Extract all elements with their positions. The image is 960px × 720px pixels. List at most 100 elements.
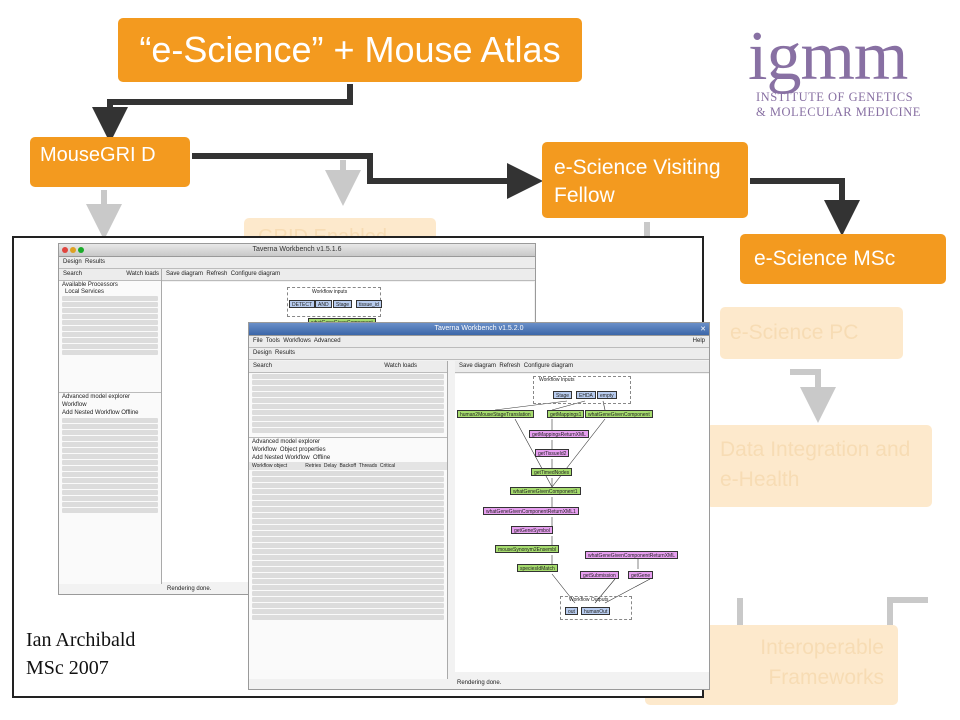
list-item[interactable] (252, 410, 444, 415)
menu-tools[interactable]: Tools (265, 338, 280, 344)
add-nested-button[interactable]: Add Nested Workflow (62, 410, 120, 416)
node-getgenesymbol[interactable]: getGeneSymbol (511, 526, 553, 534)
input-stage[interactable]: Stage (553, 391, 573, 399)
node-gettissueid2[interactable]: getTissueId2 (535, 449, 570, 457)
refresh-button[interactable]: Refresh (206, 271, 228, 277)
table-row[interactable] (252, 471, 444, 476)
table-row[interactable] (252, 543, 444, 548)
tab-design[interactable]: Design (63, 259, 82, 265)
node-whatgene1[interactable]: whatGeneGivenComponent1 (510, 487, 581, 495)
tree-item[interactable] (62, 502, 158, 507)
configure-diagram-button[interactable]: Configure diagram (523, 363, 574, 369)
table-row[interactable] (252, 519, 444, 524)
maximize-icon[interactable] (78, 247, 84, 253)
list-item[interactable] (62, 308, 158, 313)
tree-item[interactable] (62, 430, 158, 435)
node-getsubmission[interactable]: getSubmission (580, 571, 619, 579)
table-row[interactable] (252, 591, 444, 596)
object-properties-tab[interactable]: Object properties (279, 447, 326, 453)
list-item[interactable] (252, 374, 444, 379)
table-row[interactable] (252, 489, 444, 494)
menu-advanced[interactable]: Advanced (313, 338, 341, 344)
close-icon[interactable] (62, 247, 68, 253)
save-diagram-button[interactable]: Save diagram (459, 363, 497, 369)
list-item[interactable] (62, 320, 158, 325)
menu-file[interactable]: File (253, 338, 263, 344)
table-row[interactable] (252, 501, 444, 506)
configure-diagram-button[interactable]: Configure diagram (230, 271, 281, 277)
tree-item[interactable] (62, 484, 158, 489)
tree-item[interactable] (62, 466, 158, 471)
output-humanout[interactable]: humanOut (581, 607, 611, 615)
list-item[interactable] (62, 314, 158, 319)
watch-loads-checkbox[interactable]: Watch loads (384, 363, 417, 369)
tab-design[interactable]: Design (253, 350, 272, 356)
tree-item[interactable] (62, 472, 158, 477)
list-item[interactable] (252, 416, 444, 421)
table-row[interactable] (252, 525, 444, 530)
node-getgene[interactable]: getGene (628, 571, 654, 579)
list-item[interactable] (62, 326, 158, 331)
list-item[interactable] (252, 398, 444, 403)
table-row[interactable] (252, 531, 444, 536)
tree-item[interactable] (62, 418, 158, 423)
table-row[interactable] (252, 573, 444, 578)
input-empty[interactable]: empty (597, 391, 617, 399)
tree-item[interactable] (62, 436, 158, 441)
tab-results[interactable]: Results (85, 259, 106, 265)
list-item[interactable] (62, 302, 158, 307)
list-item[interactable] (252, 380, 444, 385)
list-item[interactable] (252, 428, 444, 433)
node-tissue-id[interactable]: tissue_id (356, 300, 382, 308)
tree-item[interactable] (62, 424, 158, 429)
node-speciesidmatch[interactable]: speciesIdMatch (517, 564, 558, 572)
node-mousesynonym[interactable]: mouseSynonym2Ensembl (495, 545, 560, 553)
list-item[interactable] (252, 422, 444, 427)
table-row[interactable] (252, 549, 444, 554)
offline-checkbox[interactable]: Offline (312, 455, 331, 461)
list-item[interactable] (62, 344, 158, 349)
node-detect[interactable]: DETECT (289, 300, 315, 308)
tree-item[interactable] (62, 454, 158, 459)
table-row[interactable] (252, 585, 444, 590)
tree-item[interactable] (62, 490, 158, 495)
tree-item[interactable] (62, 442, 158, 447)
node-human2mouse[interactable]: human2MouseStageTranslation (457, 410, 534, 418)
node-whatgene[interactable]: whatGeneGivenComponent (585, 410, 653, 418)
list-item[interactable] (252, 404, 444, 409)
tree-item[interactable] (62, 448, 158, 453)
workflow-tab[interactable]: Workflow (252, 447, 277, 453)
table-row[interactable] (252, 513, 444, 518)
list-item[interactable] (62, 350, 158, 355)
input-ehda[interactable]: EHDA (576, 391, 596, 399)
watch-loads-checkbox[interactable]: Watch loads (126, 271, 159, 277)
node-stage[interactable]: Stage (333, 300, 353, 308)
menu-workflows[interactable]: Workflows (283, 338, 311, 344)
table-row[interactable] (252, 483, 444, 488)
list-item[interactable] (252, 392, 444, 397)
table-row[interactable] (252, 579, 444, 584)
close-icon[interactable]: ✕ (700, 326, 706, 333)
refresh-button[interactable]: Refresh (499, 363, 521, 369)
table-row[interactable] (252, 495, 444, 500)
node-and[interactable]: AND (315, 300, 332, 308)
tab-results[interactable]: Results (275, 350, 296, 356)
tree-item[interactable] (62, 460, 158, 465)
menu-help[interactable]: Help (692, 338, 705, 344)
table-row[interactable] (252, 603, 444, 608)
add-nested-button[interactable]: Add Nested Workflow (252, 455, 310, 461)
table-row[interactable] (252, 597, 444, 602)
output-out[interactable]: out (565, 607, 578, 615)
minimize-icon[interactable] (70, 247, 76, 253)
save-diagram-button[interactable]: Save diagram (166, 271, 204, 277)
table-row[interactable] (252, 507, 444, 512)
node-getmappings1[interactable]: getMappings1 (547, 410, 585, 418)
table-row[interactable] (252, 615, 444, 620)
tree-item[interactable] (62, 508, 158, 513)
node-whatgene-xml1[interactable]: whatGeneGivenComponentReturnXML1 (483, 507, 579, 515)
node-getmappings-xml[interactable]: getMappingsReturnXML (529, 430, 589, 438)
list-item[interactable] (62, 338, 158, 343)
list-item[interactable] (62, 332, 158, 337)
table-row[interactable] (252, 555, 444, 560)
table-row[interactable] (252, 537, 444, 542)
